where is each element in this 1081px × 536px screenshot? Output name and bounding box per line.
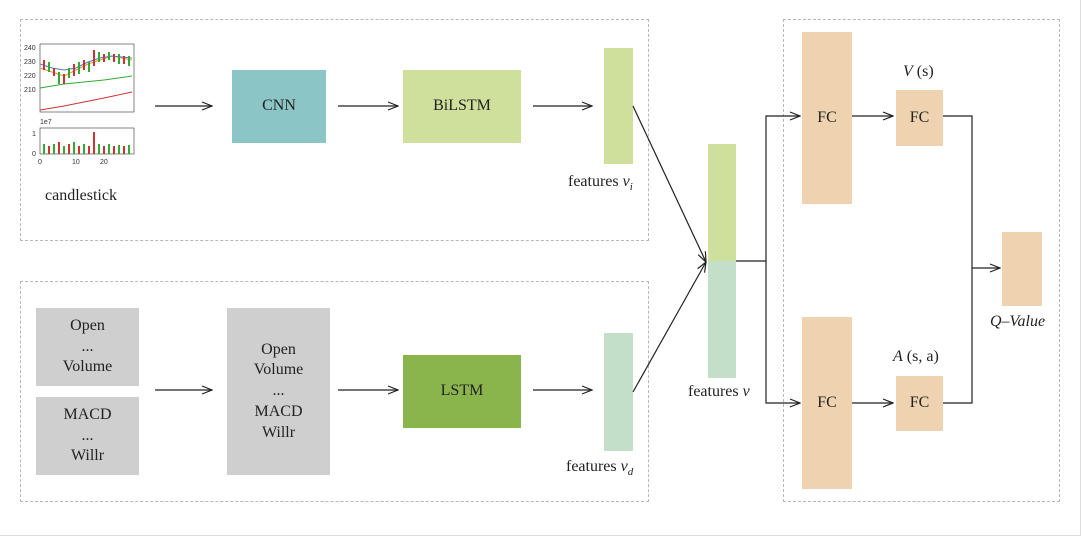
feature-vd-bar [604, 333, 633, 451]
indicator-willr: Willr [70, 447, 105, 465]
green-moving-average [39, 75, 133, 89]
indicator-macd: MACD [63, 405, 112, 423]
feature-vi-bar [604, 48, 633, 164]
features-vd-label: features vd [566, 458, 633, 478]
arrow-vi-to-v [632, 105, 706, 262]
bilstm-block: BiLSTM [403, 70, 521, 143]
advantage-function-label: A (s, a) [893, 348, 939, 366]
red-moving-average [39, 91, 133, 111]
combined-macd: MACD [254, 402, 303, 420]
ohlcv-ellipsis: ... [81, 337, 94, 355]
features-vi-var: v [622, 173, 630, 190]
arrow-v-to-advantage-stream [765, 261, 800, 403]
arrow-v-to-value-stream [765, 116, 800, 261]
indicator-ellipsis: ... [81, 426, 94, 444]
volume-panel-frame [39, 127, 135, 155]
feature-v-top-bar [708, 144, 736, 261]
features-vi-sub: i [629, 181, 633, 194]
features-v-var: v [742, 383, 750, 400]
features-vi-label: features vi [568, 173, 633, 193]
volume-exponent: 1e7 [40, 119, 52, 126]
fc-value-stream-small: FC [896, 90, 943, 146]
price-panel-frame [39, 43, 135, 113]
x-tick-10: 10 [72, 159, 80, 164]
feature-v-bottom-bar [708, 261, 736, 378]
q-value-block [1002, 232, 1042, 306]
features-vi-prefix: features [568, 173, 623, 190]
ohlcv-open: Open [70, 316, 105, 334]
ohlcv-volume: Volume [62, 358, 113, 376]
fc-advantage-stream-small: FC [896, 376, 943, 431]
image-branch-group [20, 19, 649, 241]
combined-open: Open [261, 340, 296, 358]
ohlcv-box: Open ... Volume [36, 308, 139, 386]
price-tick-240: 240 [24, 45, 36, 52]
candles [43, 50, 130, 84]
advantage-function-symbol: A [893, 348, 903, 365]
features-v-label: features v [688, 383, 750, 401]
indicator-branch-group [20, 281, 649, 502]
dueling-head-group [783, 19, 1060, 502]
price-tick-220: 220 [24, 73, 36, 80]
q-value-label: Q–Value [990, 313, 1046, 330]
fc-advantage-stream-large: FC [802, 317, 852, 489]
value-to-merge-line [943, 115, 973, 268]
cnn-block: CNN [232, 70, 326, 143]
combined-willr: Willr [261, 423, 296, 441]
combined-indicators-box: Open Volume ... MACD Willr [227, 308, 330, 475]
combined-ellipsis: ... [272, 382, 285, 400]
price-tick-230: 230 [24, 59, 36, 66]
arrow-vd-to-v [632, 262, 706, 393]
features-vd-var: v [620, 458, 628, 475]
fc-value-stream-large: FC [802, 32, 852, 204]
x-tick-20: 20 [100, 159, 108, 164]
advantage-to-merge-line [943, 268, 973, 404]
combined-volume: Volume [253, 361, 304, 379]
volume-tick-1: 1 [32, 131, 36, 138]
volume-bars [43, 132, 130, 154]
value-function-label: V (s) [903, 63, 934, 81]
advantage-function-args: (s, a) [902, 348, 939, 365]
price-tick-210: 210 [24, 87, 36, 94]
value-function-symbol: V [903, 63, 913, 80]
candlestick-thumbnail: 240 230 220 210 1e7 [24, 43, 135, 164]
candlestick-caption: candlestick [45, 187, 117, 204]
features-vd-sub: d [627, 466, 634, 479]
volume-tick-0: 0 [32, 151, 36, 158]
features-v-prefix: features [688, 383, 743, 400]
x-tick-0: 0 [38, 159, 42, 164]
features-vd-prefix: features [566, 458, 621, 475]
value-function-args: (s) [912, 63, 934, 80]
lstm-block: LSTM [403, 355, 521, 428]
tech-indicators-box: MACD ... Willr [36, 397, 139, 475]
